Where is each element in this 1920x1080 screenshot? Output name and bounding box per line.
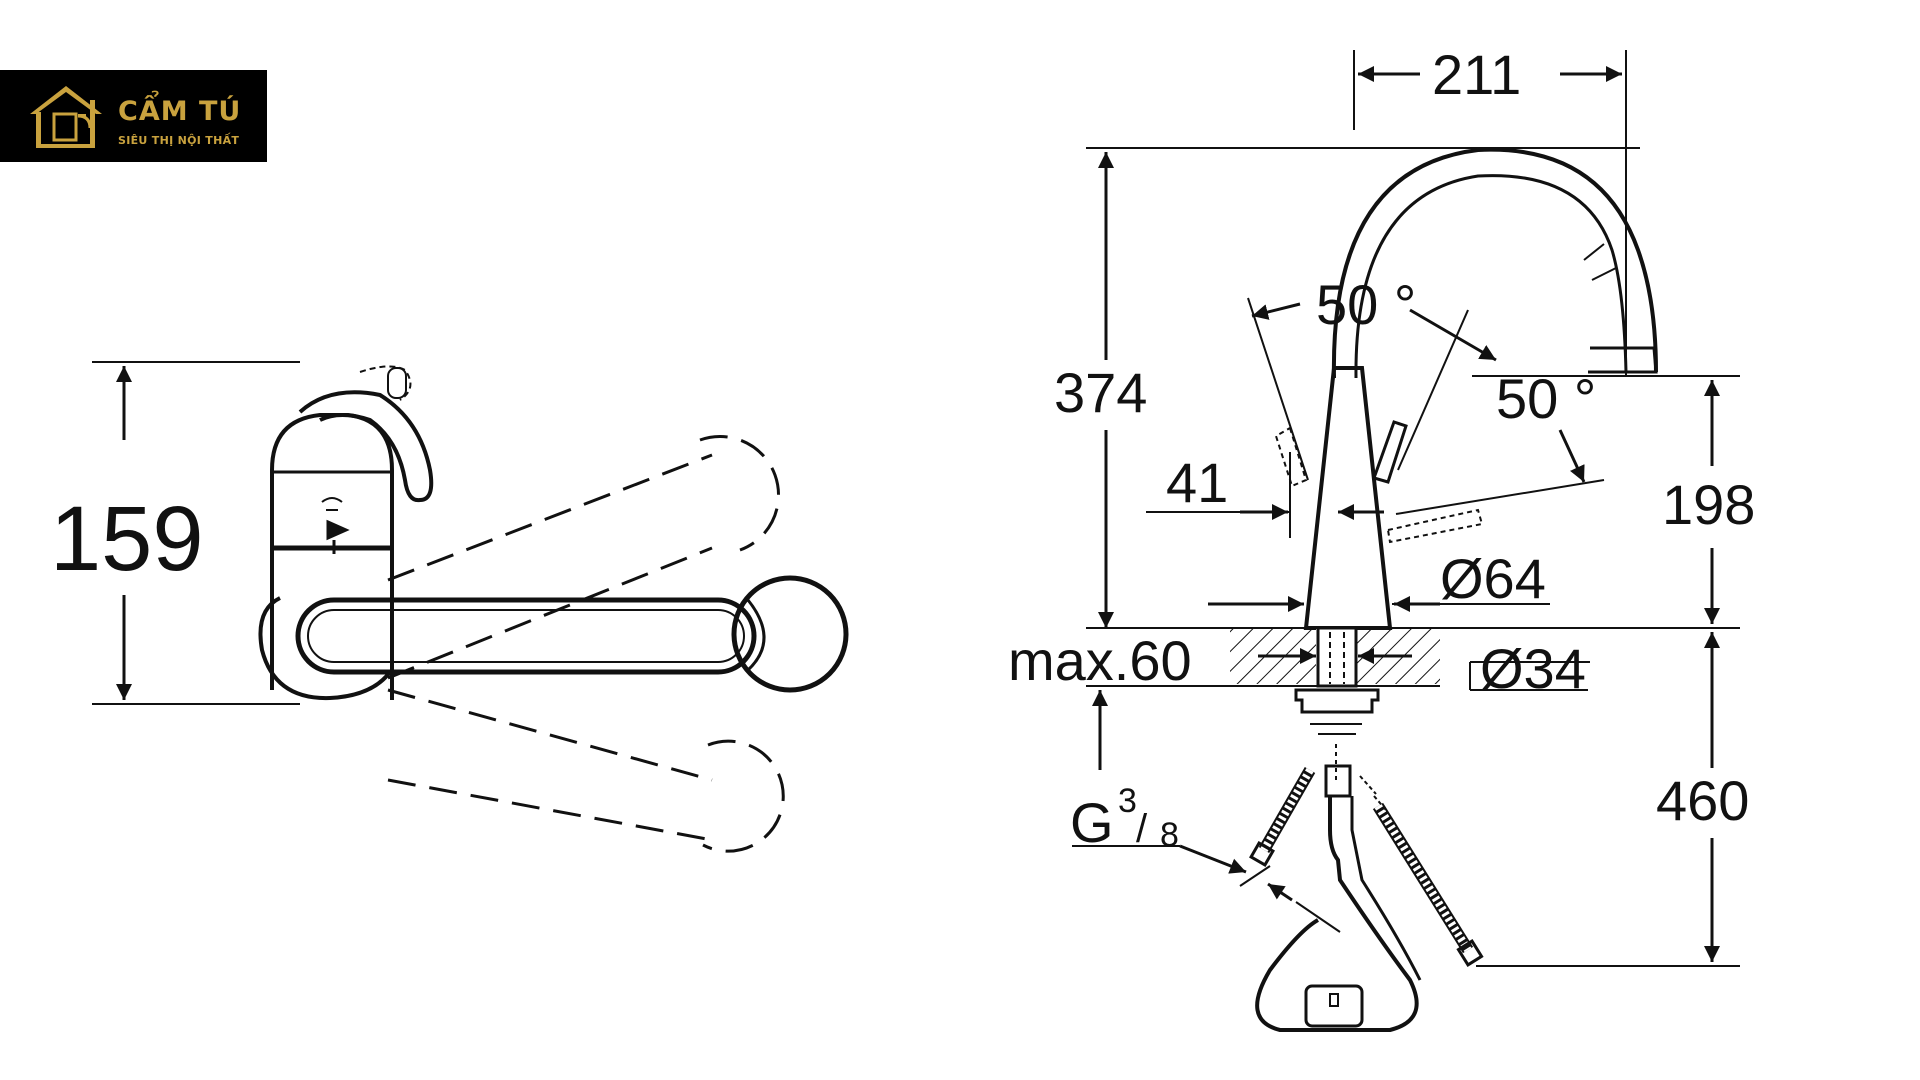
house-logo-icon <box>30 86 102 148</box>
dim-base-diameter: Ø64 <box>1440 547 1546 610</box>
dim-thread: G 3 / 8 <box>1070 782 1179 854</box>
dim-hole-diameter: Ø34 <box>1480 637 1586 700</box>
dim-angle-right: 50 ° <box>1496 367 1596 430</box>
dim-159: 159 <box>50 488 204 590</box>
dim-41: 41 <box>1166 451 1228 514</box>
top-view <box>92 361 849 853</box>
dim-211: 211 <box>1432 43 1521 106</box>
brand-tagline: SIÊU THỊ NỘI THẤT <box>118 134 240 147</box>
dim-198: 198 <box>1662 473 1755 536</box>
brand-name: CẨM TÚ <box>118 96 242 127</box>
thread-slash: / <box>1136 807 1148 851</box>
dim-460: 460 <box>1656 769 1749 832</box>
dim-374: 374 <box>1054 361 1147 424</box>
thread-numerator: 3 <box>1118 782 1137 820</box>
dim-max-thickness: max.60 <box>1008 629 1192 692</box>
side-view <box>1072 50 1740 1032</box>
thread-letter: G <box>1070 791 1114 854</box>
brand-logo: CẨM TÚ SIÊU THỊ NỘI THẤT <box>0 70 267 162</box>
dim-angle-left: 50 ° <box>1316 273 1416 336</box>
thread-denominator: 8 <box>1160 816 1179 854</box>
